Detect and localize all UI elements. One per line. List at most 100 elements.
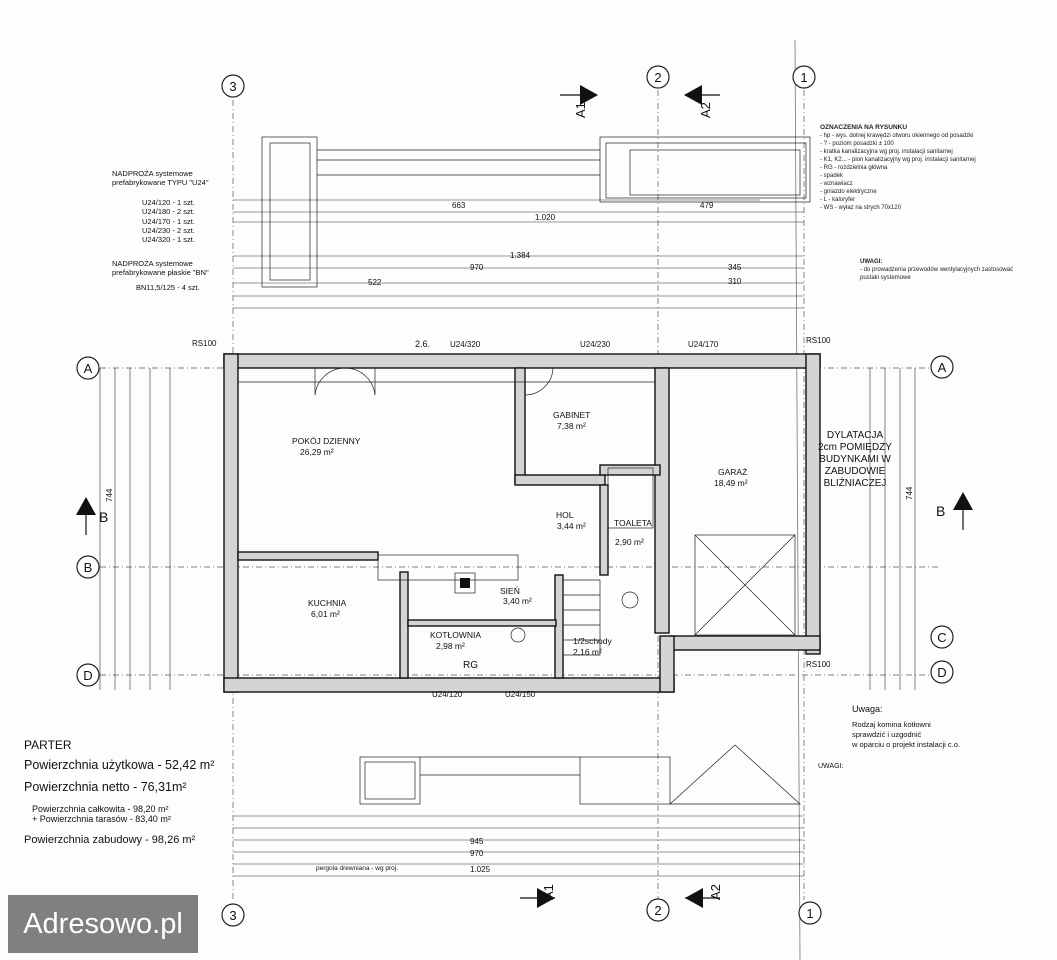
axis-marker-bottom-2: 2 <box>646 898 670 922</box>
section-label-a1-top: A1 <box>573 102 588 118</box>
uwaga-line-1: Rodzaj komina kotłowni <box>852 720 931 729</box>
section-label-b-left: B <box>99 509 108 525</box>
rs100-label-left: RS100 <box>192 339 217 348</box>
lintel-title-1: NADPROŻA systemowe <box>112 169 193 178</box>
flat-lintel-title-1: NADPROŻA systemowe <box>112 259 193 268</box>
room-area-stairs: 2,16 m² <box>573 647 602 657</box>
svg-text:D: D <box>83 668 92 683</box>
legend-line: - spadek <box>820 173 844 179</box>
svg-text:B: B <box>84 560 93 575</box>
legend-line: - hp - wys. dolnej krawędzi otworu okien… <box>820 133 974 139</box>
legend-line: - K1, K2... - pion kanalizacyjny wg proj… <box>820 157 976 163</box>
dim-right-1: 345 <box>728 263 742 272</box>
left-dimension-lines <box>99 368 171 690</box>
axis-marker-right-d: D <box>930 660 954 684</box>
lintel-item: U24/230 - 2 szt. <box>142 225 195 235</box>
svg-text:3: 3 <box>229 79 236 94</box>
area-summary: PARTER Powierzchnia użytkowa - 52,42 m² … <box>24 738 229 846</box>
dim-top-4: 663 <box>452 201 466 210</box>
bottom-terrace <box>233 744 804 877</box>
summary-terrace-area: + Powierzchnia tarasów - 83,40 m² <box>32 814 171 824</box>
lintel-item: U24/170 - 1 szt. <box>142 216 195 226</box>
watermark-text: Adresowo.pl <box>23 907 183 940</box>
dylatacja-line-3: BUDYNKAMI W <box>819 454 891 465</box>
axis-marker-top-2: 2 <box>646 65 670 89</box>
room-name-stairs: 1/2schody <box>573 636 612 646</box>
rs100-label-right: RS100 <box>806 336 831 345</box>
svg-text:C: C <box>937 630 946 645</box>
uwagi-top-block: UWAGI: - do prowadzenia przewodów wentyl… <box>860 258 1025 282</box>
axis-marker-top-3: 3 <box>221 74 245 98</box>
legend-title: OZNACZENIA NA RYSUNKU <box>820 124 908 131</box>
room-name-kitchen: KUCHNIA <box>308 598 347 608</box>
room-area-hall: 3,44 m² <box>557 521 586 531</box>
lintel-list: U24/120 - 1 szt. U24/180 - 2 szt. U24/17… <box>142 198 195 244</box>
legend-block: OZNACZENIA NA RYSUNKU - hp - wys. dolnej… <box>820 124 1020 212</box>
room-name-hall: HOL <box>556 510 574 520</box>
dim-bottom-1: 945 <box>470 837 484 846</box>
axis-marker-bottom-3: 3 <box>221 903 245 927</box>
section-label-a1-bottom: A1 <box>541 884 556 900</box>
flat-lintel-item: BN11,5/125 - 4 szt. <box>136 283 200 292</box>
summary-usable-area: Powierzchnia użytkowa - 52,42 m² <box>24 758 215 772</box>
summary-built-area: Powierzchnia zabudowy - 98,26 m² <box>24 834 196 846</box>
dim-left-744: 744 <box>105 488 114 502</box>
lintel-label-u24-120: U24/120 <box>432 690 463 699</box>
section-arrow-a1-top <box>560 85 598 105</box>
room-area-porch: 3,40 m² <box>503 596 532 606</box>
room-name-boiler: KOTŁOWNIA <box>430 630 481 640</box>
section-label-a2-bottom: A2 <box>708 884 723 900</box>
lintel-label-u24-230: U24/230 <box>580 340 611 349</box>
legend-line: - wznawiacz <box>820 181 853 187</box>
uwagi-bottom-title: UWAGI: <box>818 763 843 770</box>
lintel-item: U24/180 - 2 szt. <box>142 207 195 217</box>
dim-right-3: 479 <box>700 201 714 210</box>
dim-bottom-3: 1.025 <box>470 865 491 874</box>
svg-text:2: 2 <box>654 70 661 85</box>
section-arrow-b-left <box>76 497 96 535</box>
rg-label: RG <box>463 660 478 671</box>
room-area-kitchen: 6,01 m² <box>311 609 340 619</box>
axis-marker-left-d: D <box>76 663 100 687</box>
uwagi-top-text: - do prowadzenia przewodów wentylacyjnyc… <box>860 267 1014 281</box>
uwaga-line-2: sprawdzić i uzgodnić <box>852 730 921 739</box>
flat-lintel-title-2: prefabrykowane płaskie "BN" <box>112 268 209 277</box>
axis-marker-left-a: A <box>76 356 100 380</box>
svg-text:D: D <box>937 665 946 680</box>
pergola-note: pergola drewniana - wg proj. <box>316 865 398 872</box>
axis-marker-bottom-1: 1 <box>798 901 822 925</box>
room-area-toilet: 2,90 m² <box>615 537 644 547</box>
dim-right-744: 744 <box>905 486 914 500</box>
lintel-item: U24/120 - 1 szt. <box>142 198 195 207</box>
svg-text:A: A <box>938 360 947 375</box>
dim-right-2: 310 <box>728 277 742 286</box>
section-label-a2-top: A2 <box>698 102 713 118</box>
svg-text:1: 1 <box>800 70 807 85</box>
top-dimension-lines <box>233 199 804 309</box>
lintel-label-u24-150: U24/150 <box>505 690 536 699</box>
watermark-logo: Adresowo.pl <box>6 893 200 955</box>
room-name-toilet: TOALETA <box>614 518 652 528</box>
summary-total-area: Powierzchnia całkowita - 98,20 m² <box>32 804 169 814</box>
dim-top-2: 1.384 <box>510 251 531 260</box>
flat-lintel-block: NADPROŻA systemowe prefabrykowane płaski… <box>112 259 209 277</box>
dylatacja-line-4: ZABUDOWIE <box>825 466 886 477</box>
summary-net-area: Powierzchnia netto - 76,31m² <box>24 780 187 794</box>
uwaga-line-3: w oparciu o projekt instalacji c.o. <box>851 740 960 749</box>
section-arrow-a2-bottom <box>685 888 720 908</box>
section-arrow-a2-top <box>684 85 720 105</box>
room-area-office: 7,38 m² <box>557 421 586 431</box>
uwagi-top-title: UWAGI: <box>860 259 883 265</box>
room-name-living: POKÓJ DZIENNY <box>292 436 361 446</box>
svg-text:A: A <box>84 361 93 376</box>
room-area-garage: 18,49 m² <box>714 478 748 488</box>
dim-bottom-2: 970 <box>470 849 484 858</box>
lintel-item: U24/320 - 1 szt. <box>142 235 195 245</box>
lintel-title-block: NADPROŻA systemowe prefabrykowane TYPU "… <box>112 169 208 187</box>
right-dimension-lines <box>869 368 916 690</box>
section-arrow-a1-bottom <box>520 888 555 908</box>
section-label-b-right: B <box>936 503 945 519</box>
summary-title: PARTER <box>24 738 72 752</box>
